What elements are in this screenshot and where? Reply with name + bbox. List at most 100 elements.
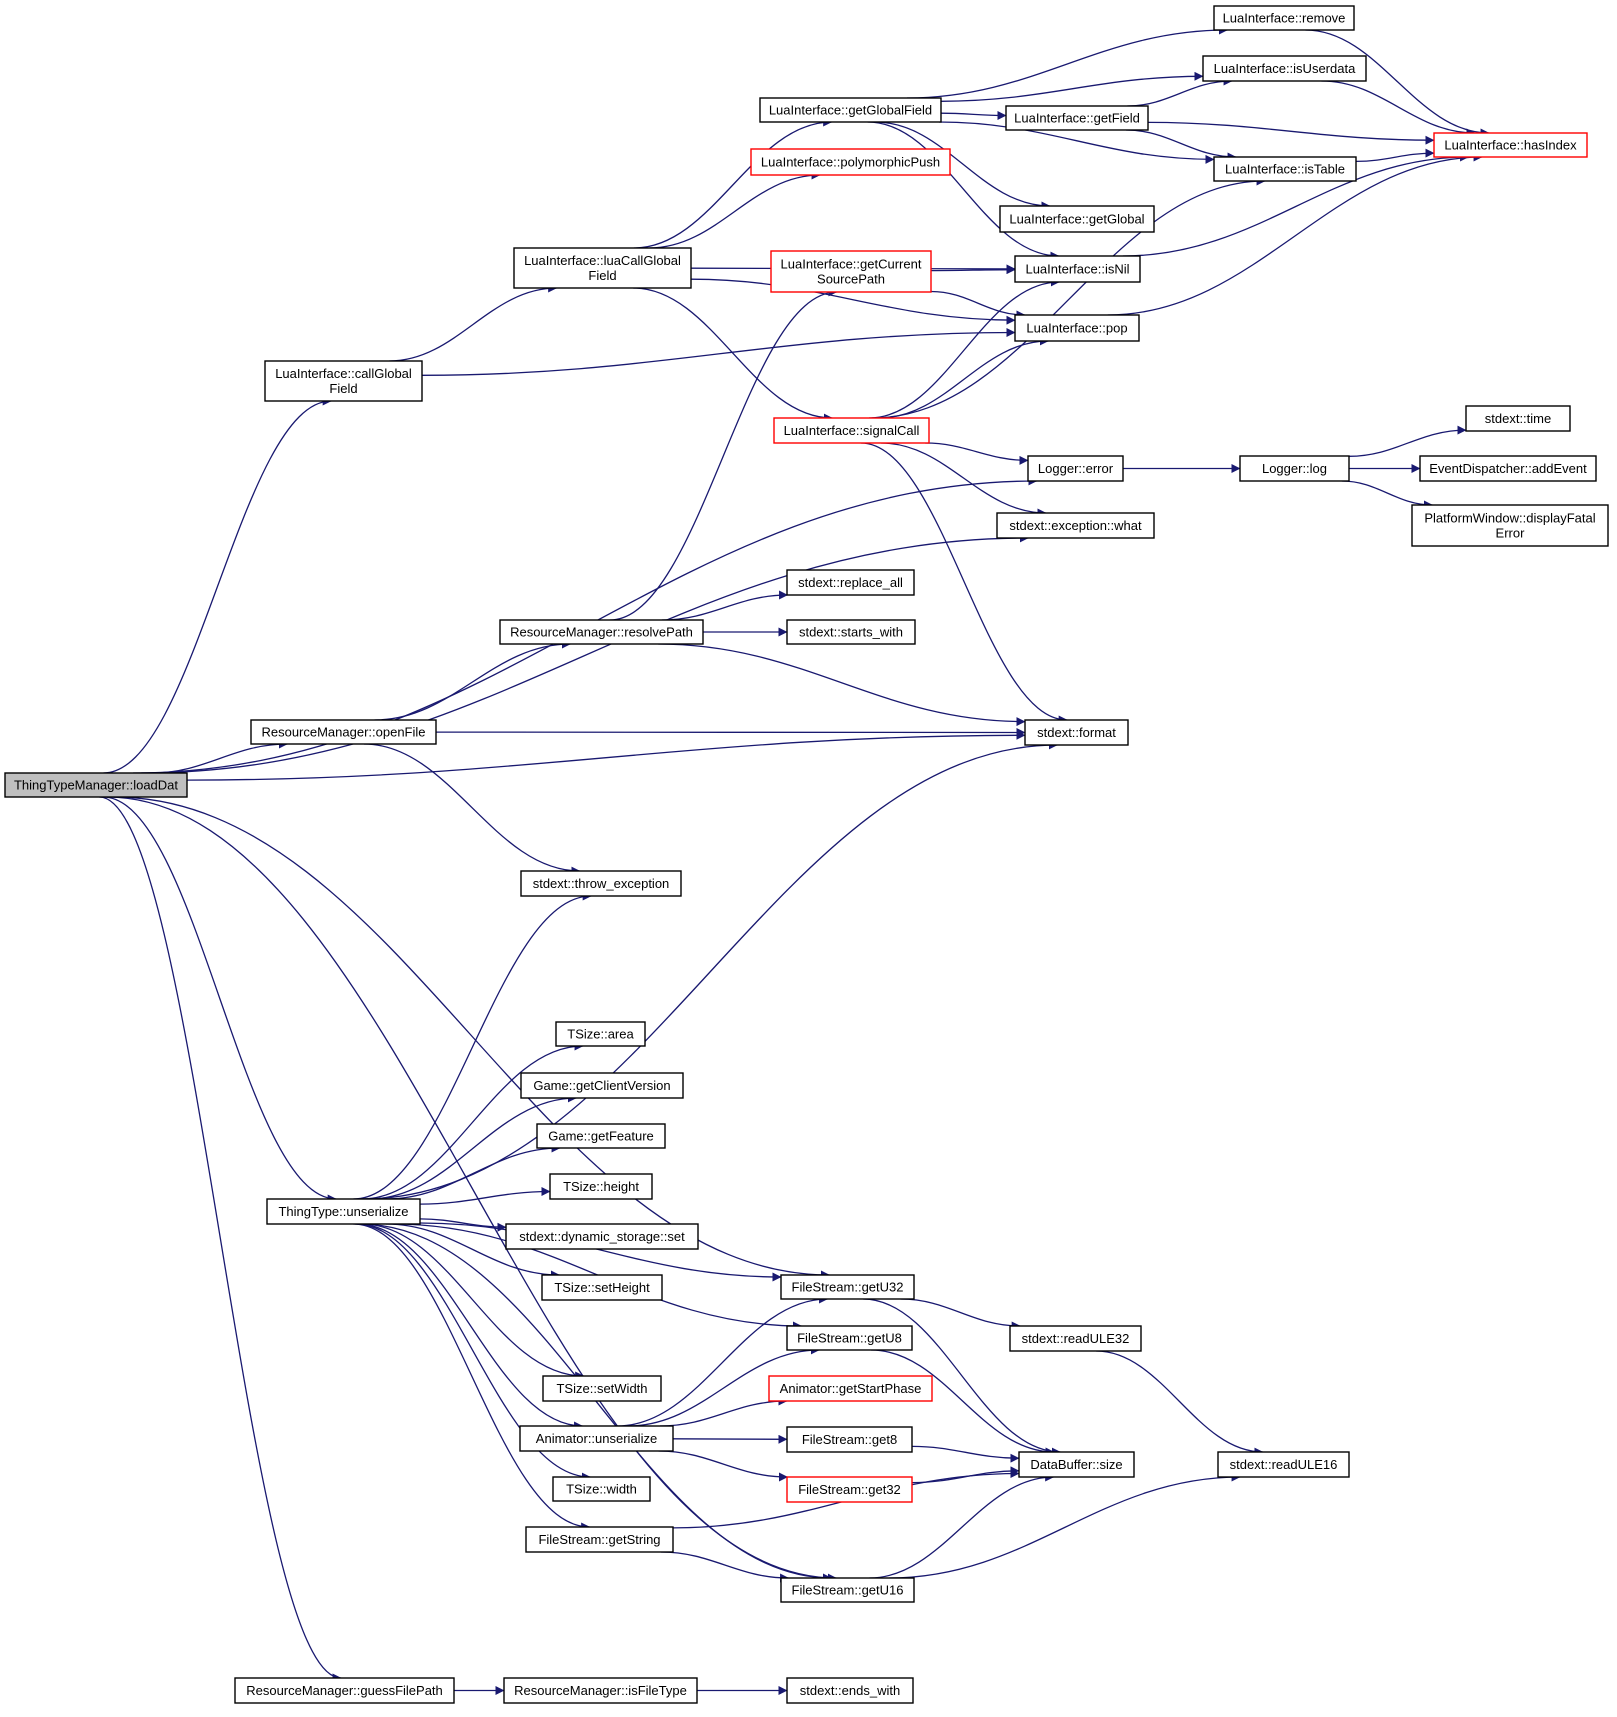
node-setHeight[interactable]: TSize::setHeight bbox=[541, 1274, 663, 1301]
node-label: ResourceManager::resolvePath bbox=[510, 625, 693, 640]
node-box bbox=[1239, 455, 1350, 482]
edge-getGlobalField-to-getGlobal bbox=[875, 121, 1051, 211]
node-time[interactable]: stdext::time bbox=[1465, 405, 1571, 432]
node-remove[interactable]: LuaInterface::remove bbox=[1213, 5, 1355, 31]
node-signalCall[interactable]: LuaInterface::signalCall bbox=[773, 417, 930, 444]
node-loadDat[interactable]: ThingTypeManager::loadDat bbox=[4, 772, 188, 798]
node-getU32[interactable]: FileStream::getU32 bbox=[780, 1274, 915, 1300]
node-label: FileStream::getU8 bbox=[797, 1331, 902, 1346]
node-polymorphicPush[interactable]: LuaInterface::polymorphicPush bbox=[750, 148, 951, 176]
node-exceptionWhat[interactable]: stdext::exception::what bbox=[996, 512, 1155, 539]
node-format[interactable]: stdext::format bbox=[1024, 719, 1129, 746]
node-box bbox=[1014, 314, 1140, 342]
node-box bbox=[519, 1425, 674, 1452]
node-label: LuaInterface::polymorphicPush bbox=[761, 155, 940, 170]
edge-openFile-to-throwException bbox=[363, 743, 581, 876]
node-label: Error bbox=[1496, 526, 1526, 541]
edge-isNil-to-hasIndex bbox=[1122, 152, 1470, 257]
node-box bbox=[1014, 255, 1141, 283]
edge-loggerLog-to-time bbox=[1348, 425, 1467, 457]
node-getU8[interactable]: FileStream::getU8 bbox=[786, 1325, 913, 1351]
node-getField[interactable]: LuaInterface::getField bbox=[1005, 105, 1149, 131]
node-area[interactable]: TSize::area bbox=[555, 1021, 646, 1047]
node-getStartPhase[interactable]: Animator::getStartPhase bbox=[768, 1375, 933, 1402]
node-getGlobal[interactable]: LuaInterface::getGlobal bbox=[999, 205, 1155, 233]
node-isUserdata[interactable]: LuaInterface::isUserdata bbox=[1202, 55, 1367, 82]
node-isNil[interactable]: LuaInterface::isNil bbox=[1014, 255, 1141, 283]
edge-getU16-to-bufferSize bbox=[869, 1472, 1055, 1579]
node-pop[interactable]: LuaInterface::pop bbox=[1014, 314, 1140, 342]
node-throwException[interactable]: stdext::throw_exception bbox=[520, 870, 682, 897]
node-box bbox=[1027, 455, 1124, 482]
node-thingUnserialize[interactable]: ThingType::unserialize bbox=[266, 1198, 421, 1225]
node-label: stdext::format bbox=[1037, 725, 1116, 740]
edge-resolvePath-to-getCurrentSourcePath bbox=[609, 287, 838, 621]
node-isFileType[interactable]: ResourceManager::isFileType bbox=[503, 1677, 698, 1704]
node-openFile[interactable]: ResourceManager::openFile bbox=[250, 719, 437, 745]
node-height[interactable]: TSize::height bbox=[549, 1173, 653, 1200]
edge-animUnserialize-to-get8 bbox=[672, 1434, 788, 1444]
edge-thingUnserialize-to-dynamicSet bbox=[419, 1218, 507, 1232]
node-label: Field bbox=[329, 381, 357, 396]
node-label: stdext::starts_with bbox=[799, 625, 903, 640]
node-box bbox=[1411, 504, 1609, 547]
edge-signalCall-to-exceptionWhat bbox=[880, 442, 1047, 518]
node-label: LuaInterface::hasIndex bbox=[1444, 138, 1577, 153]
node-addEvent[interactable]: EventDispatcher::addEvent bbox=[1419, 455, 1597, 482]
node-box bbox=[786, 1677, 914, 1704]
node-box bbox=[786, 569, 915, 596]
edge-luaCallGlobalField-to-getGlobalField bbox=[633, 117, 833, 249]
edge-callGlobalField-to-pop bbox=[421, 328, 1016, 376]
node-readULE16[interactable]: stdext::readULE16 bbox=[1217, 1451, 1350, 1478]
node-label: LuaInterface::isTable bbox=[1225, 162, 1345, 177]
node-box bbox=[536, 1123, 666, 1149]
node-getFeature[interactable]: Game::getFeature bbox=[536, 1123, 666, 1149]
node-getGlobalField[interactable]: LuaInterface::getGlobalField bbox=[759, 97, 942, 123]
node-isTable[interactable]: LuaInterface::isTable bbox=[1213, 156, 1357, 182]
node-animUnserialize[interactable]: Animator::unserialize bbox=[519, 1425, 674, 1452]
edge-animUnserialize-to-getStartPhase bbox=[659, 1396, 788, 1427]
node-resolvePath[interactable]: ResourceManager::resolvePath bbox=[499, 619, 704, 645]
node-loggerLog[interactable]: Logger::log bbox=[1239, 455, 1350, 482]
node-endsWith[interactable]: stdext::ends_with bbox=[786, 1677, 914, 1704]
node-label: Game::getClientVersion bbox=[533, 1078, 670, 1093]
edge-callGlobalField-to-luaCallGlobalField bbox=[389, 283, 558, 362]
node-box bbox=[786, 619, 916, 645]
node-label: TSize::area bbox=[567, 1027, 634, 1042]
node-label: stdext::readULE16 bbox=[1230, 1457, 1338, 1472]
node-box bbox=[770, 250, 932, 293]
edge-isTable-to-hasIndex bbox=[1355, 148, 1435, 163]
node-getString[interactable]: FileStream::getString bbox=[525, 1526, 674, 1553]
node-hasIndex[interactable]: LuaInterface::hasIndex bbox=[1433, 132, 1588, 158]
node-label: LuaInterface::getGlobalField bbox=[769, 103, 932, 118]
node-label: Animator::getStartPhase bbox=[780, 1381, 922, 1396]
node-box bbox=[549, 1173, 653, 1200]
node-getU16[interactable]: FileStream::getU16 bbox=[780, 1577, 915, 1603]
node-label: LuaInterface::pop bbox=[1026, 321, 1127, 336]
node-setWidth[interactable]: TSize::setWidth bbox=[542, 1375, 662, 1402]
node-loggerError[interactable]: Logger::error bbox=[1027, 455, 1124, 482]
edge-thingUnserialize-to-format bbox=[362, 740, 1058, 1200]
node-label: LuaInterface::getField bbox=[1014, 111, 1140, 126]
node-dynamicSet[interactable]: stdext::dynamic_storage::set bbox=[505, 1223, 699, 1250]
edge-resolvePath-to-format bbox=[658, 643, 1026, 727]
node-get8[interactable]: FileStream::get8 bbox=[786, 1426, 913, 1453]
node-label: Field bbox=[588, 268, 616, 283]
node-box bbox=[541, 1274, 663, 1301]
node-guessFilePath[interactable]: ResourceManager::guessFilePath bbox=[234, 1677, 455, 1704]
node-label: TSize::height bbox=[563, 1179, 639, 1194]
node-startsWith[interactable]: stdext::starts_with bbox=[786, 619, 916, 645]
node-readULE32[interactable]: stdext::readULE32 bbox=[1009, 1325, 1142, 1352]
node-width[interactable]: TSize::width bbox=[552, 1476, 651, 1502]
node-get32[interactable]: FileStream::get32 bbox=[786, 1476, 913, 1503]
node-bufferSize[interactable]: DataBuffer::size bbox=[1018, 1451, 1135, 1478]
node-getClientVersion[interactable]: Game::getClientVersion bbox=[520, 1072, 684, 1099]
node-replaceAll[interactable]: stdext::replace_all bbox=[786, 569, 915, 596]
node-label: ThingType::unserialize bbox=[278, 1204, 408, 1219]
edge-animUnserialize-to-getU8 bbox=[627, 1345, 820, 1427]
node-box bbox=[499, 619, 704, 645]
